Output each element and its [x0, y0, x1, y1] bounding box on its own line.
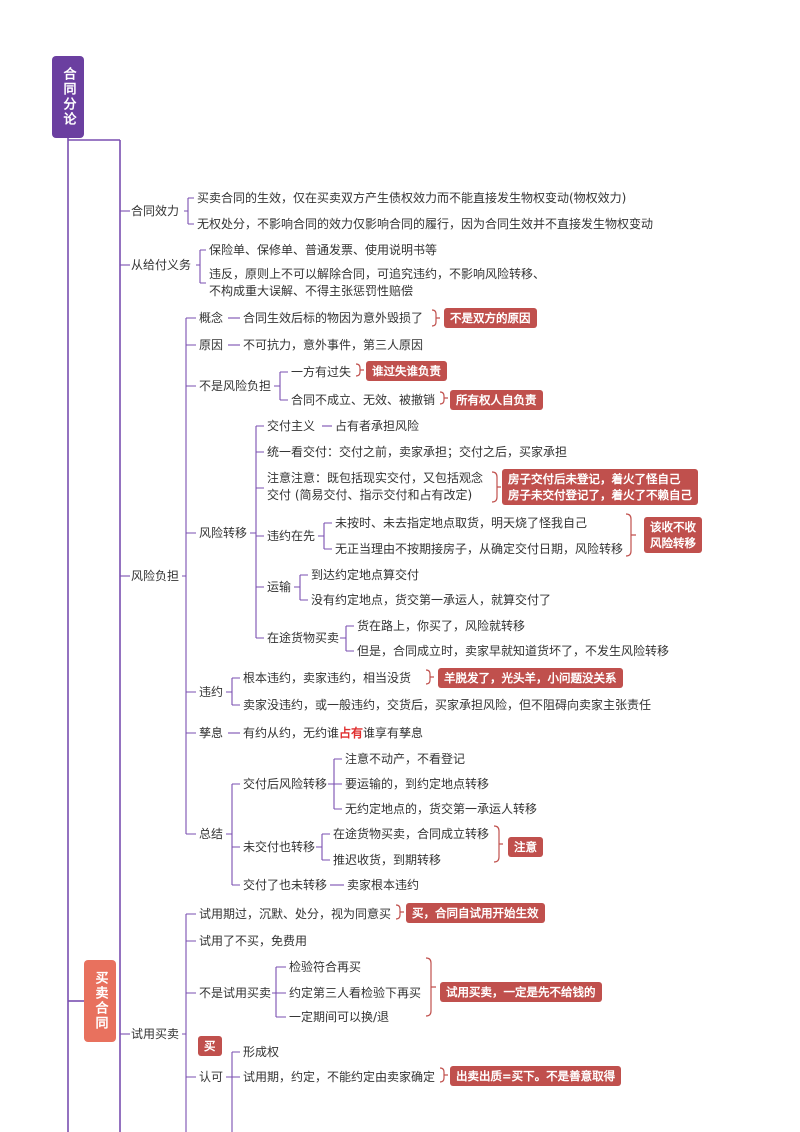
node-renke[interactable]: 认可: [198, 1069, 225, 1085]
node-bushi-1[interactable]: 一方有过失: [290, 364, 353, 380]
node-genben[interactable]: 根本违约，卖家违约，相当没货: [242, 670, 413, 686]
callout-mai: 买: [198, 1036, 222, 1056]
bracket-renke: [439, 1067, 448, 1083]
callout-shei-guoshi: 谁过失谁负责: [366, 361, 447, 381]
node-bushi-fengxian[interactable]: 不是风险负担: [198, 378, 273, 394]
callout-fangzi: 房子交付后未登记，着火了怪自己 房子未交付登记了，着火了不赖自己: [502, 469, 698, 505]
node-zhuyi[interactable]: 注意注意：既包括现实交付，又包括观念 交付 (简易交付、指示交付和占有改定): [266, 470, 485, 504]
node-yunshu-2[interactable]: 没有约定地点，货交第一承运人，就算交付了: [310, 592, 553, 608]
callout-gaishou: 该收不收 风险转移: [644, 517, 702, 553]
node-conggeifu[interactable]: 从给付义务: [130, 257, 193, 273]
root-node[interactable]: 合同分论: [52, 56, 84, 138]
node-jh-3[interactable]: 无约定地点的，货交第一承运人转移: [344, 801, 539, 817]
callout-yangtuo: 羊脱发了，光头羊，小问题没关系: [438, 668, 623, 688]
node-rk-2[interactable]: 试用期，约定，不能约定由卖家确定: [242, 1069, 437, 1085]
node-gainian[interactable]: 概念: [198, 310, 225, 326]
node-jiaole-ye[interactable]: 交付了也未转移: [242, 877, 329, 893]
bracket-weijiaofu: [493, 825, 503, 863]
callout-shiyong-shengxiao: 买，合同自试用开始生效: [406, 903, 545, 923]
node-yunshu[interactable]: 运输: [266, 579, 293, 595]
node-weiyue-1[interactable]: 未按时、未去指定地点取货，明天烧了怪我自己: [334, 515, 589, 531]
node-jiaofu-hou[interactable]: 交付后风险转移: [242, 776, 329, 792]
bracket-gainian: [431, 309, 440, 327]
bracket-genben: [425, 669, 434, 685]
node-sy-1[interactable]: 试用期过，沉默、处分，视为同意买: [198, 906, 393, 922]
node-gainian-value[interactable]: 合同生效后标的物因为意外毁损了: [242, 310, 425, 326]
node-bs-3[interactable]: 一定期间可以换/退: [288, 1009, 391, 1025]
node-cong-2[interactable]: 违反，原则上不可以解除合同，可追究违约，不影响风险转移、 不构成重大误解、不得主…: [208, 266, 547, 300]
callout-bushi-shuangfang: 不是双方的原因: [444, 308, 537, 328]
node-zaitu[interactable]: 在途货物买卖: [266, 630, 341, 646]
node-jh-2[interactable]: 要运输的，到约定地点转移: [344, 776, 491, 792]
node-xiaoli-2[interactable]: 无权处分，不影响合同的效力仅影响合同的履行，因为合同生效并不直接发生物权变动: [196, 216, 655, 232]
node-shiyong[interactable]: 试用买卖: [130, 1026, 181, 1042]
zixi-highlight: 占有: [339, 726, 364, 740]
node-yuanyin-value[interactable]: 不可抗力，意外事件，第三人原因: [242, 337, 425, 353]
node-sy-2[interactable]: 试用了不买，免费用: [198, 933, 309, 949]
callout-zhuyi: 注意: [508, 837, 543, 857]
node-bushi-2[interactable]: 合同不成立、无效、被撤销: [290, 392, 437, 408]
node-yuanyin[interactable]: 原因: [198, 337, 225, 353]
callout-chumai: 出卖出质=买下。不是善意取得: [450, 1066, 622, 1086]
node-yunshu-1[interactable]: 到达约定地点算交付: [310, 567, 421, 583]
node-zixi-value[interactable]: 有约从约，无约谁占有谁享有孳息: [242, 725, 425, 741]
node-jiaole-ye-value[interactable]: 卖家根本违约: [346, 877, 421, 893]
node-zaitu-1[interactable]: 货在路上，你买了，风险就转移: [356, 618, 527, 634]
node-zongjie[interactable]: 总结: [198, 826, 225, 842]
node-tongyi-kan[interactable]: 统一看交付：交付之前，卖家承担；交付之后，买家承担: [266, 444, 569, 460]
node-xiaoli-1[interactable]: 买卖合同的生效，仅在买卖双方产生债权效力而不能直接发生物权变动(物权效力): [196, 190, 628, 206]
node-wei-jiaofu[interactable]: 未交付也转移: [242, 839, 317, 855]
node-weiyue[interactable]: 违约: [198, 684, 225, 700]
bracket-shiyong: [395, 904, 404, 920]
node-maijia-mei[interactable]: 卖家没违约，或一般违约，交货后，买家承担风险，但不阻碍向卖家主张责任: [242, 697, 653, 713]
node-jiaofu-zhuyi-value[interactable]: 占有者承担风险: [334, 418, 421, 434]
node-bushi-shiyong[interactable]: 不是试用买卖: [198, 985, 273, 1001]
bracket-bushishiyong: [425, 957, 436, 1017]
node-fengxian-fudan[interactable]: 风险负担: [130, 568, 181, 584]
node-rk-1[interactable]: 形成权: [242, 1044, 281, 1060]
bracket-zhuyi: [491, 471, 501, 503]
node-weiyue-2[interactable]: 无正当理由不按期接房子，从确定交付日期，风险转移: [334, 541, 625, 557]
node-zaitu-2[interactable]: 但是，合同成立时，卖家早就知道货坏了，不发生风险转移: [356, 643, 671, 659]
bracket-weiyue: [625, 513, 636, 557]
node-zixi[interactable]: 孳息: [198, 725, 225, 741]
node-jh-1[interactable]: 注意不动产，不看登记: [344, 751, 467, 767]
node-bs-2[interactable]: 约定第三人看检验下再买: [288, 985, 423, 1001]
node-wj-2[interactable]: 推迟收货，到期转移: [332, 852, 443, 868]
callout-bu-gei-qian: 试用买卖，一定是先不给钱的: [440, 982, 602, 1002]
section-node-maimai[interactable]: 买卖合同: [84, 960, 116, 1042]
bracket-chexiao: [439, 391, 448, 405]
node-hetong-xiaoli[interactable]: 合同效力: [130, 203, 181, 219]
node-jiaofu-zhuyi[interactable]: 交付主义: [266, 418, 317, 434]
node-bs-1[interactable]: 检验符合再买: [288, 959, 363, 975]
bracket-guoshi: [355, 363, 364, 377]
node-cong-1[interactable]: 保险单、保修单、普通发票、使用说明书等: [208, 242, 439, 258]
node-fengxian-zhuanyi[interactable]: 风险转移: [198, 525, 249, 541]
node-wj-1[interactable]: 在途货物买卖，合同成立转移: [332, 826, 491, 842]
callout-suoyouquan: 所有权人自负责: [450, 390, 543, 410]
node-weiyue-zaixian[interactable]: 违约在先: [266, 528, 317, 544]
